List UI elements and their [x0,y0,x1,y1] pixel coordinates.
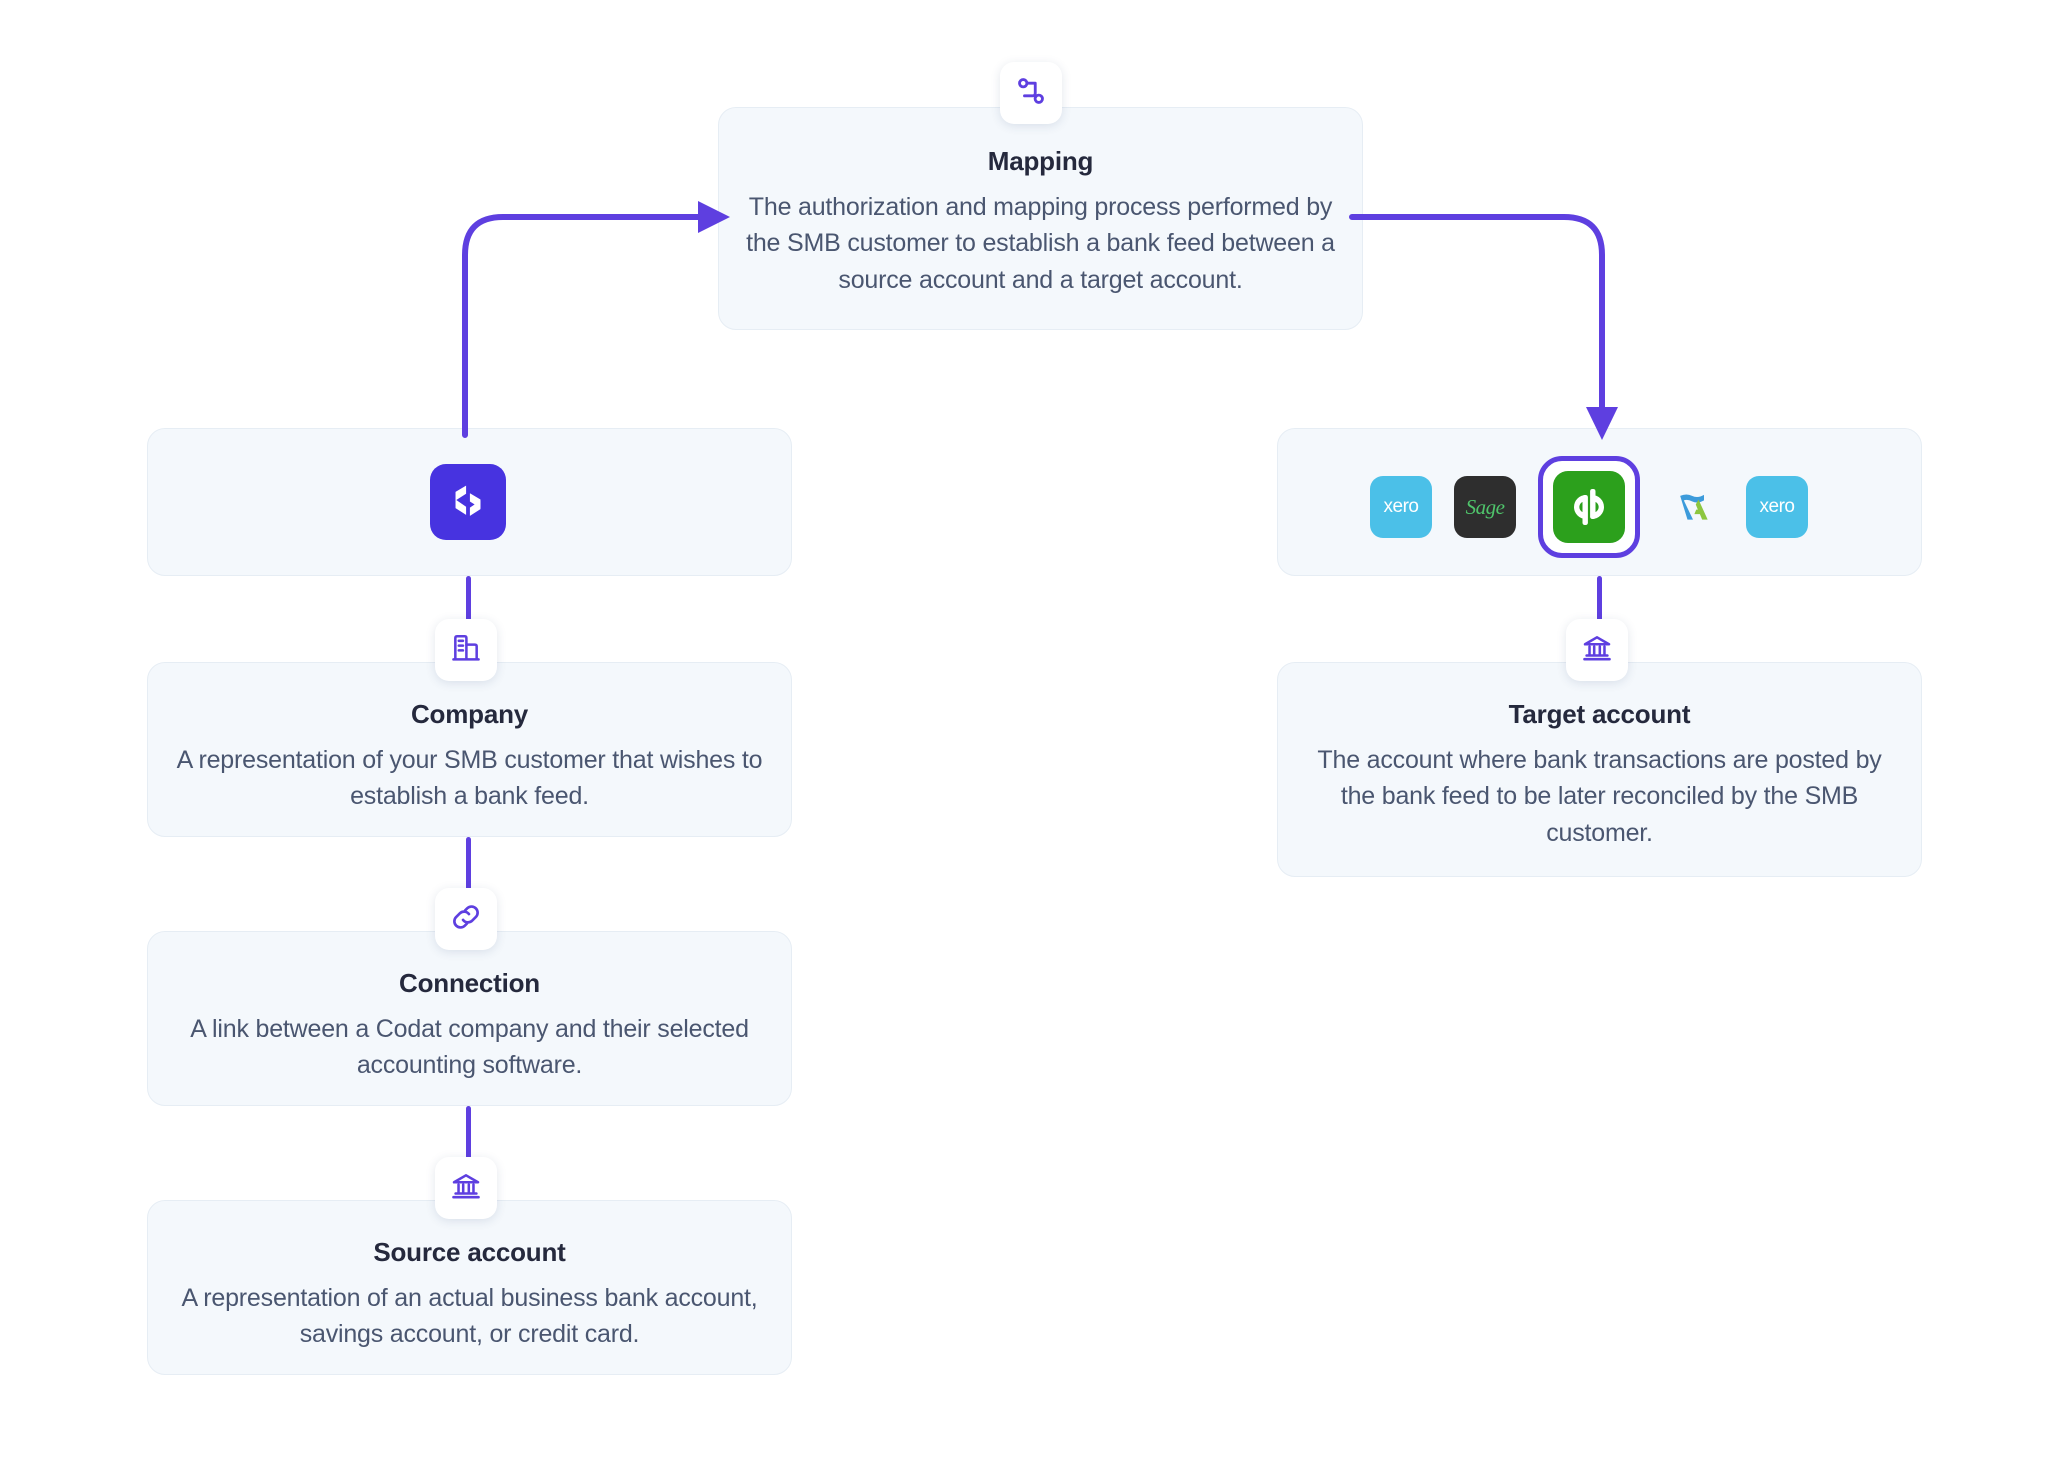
card-description-mapping: The authorization and mapping process pe… [746,193,1335,294]
connector-connection-to-source-account [466,1106,471,1192]
platform-logo-freeagent[interactable] [1662,476,1724,538]
platform-logo-row: xero Sage xero [1370,456,1808,558]
mapping-route-icon-badge [1000,62,1062,124]
bank-icon [1581,632,1613,669]
card-description-company: A representation of your SMB customer th… [176,746,763,811]
platform-logo-sage[interactable]: Sage [1454,476,1516,538]
platform-logo-xero-2[interactable]: xero [1746,476,1808,538]
freeagent-logo-icon [1671,483,1715,532]
building-icon [450,632,482,669]
card-title-mapping: Mapping [987,146,1094,176]
company-building-icon-badge [435,619,497,681]
card-mapping: Mapping The authorization and mapping pr… [718,107,1363,330]
connector-company-to-connection [466,837,471,923]
card-title-target-account: Target account [1508,699,1691,729]
card-connection: Connection A link between a Codat compan… [147,931,792,1106]
connector-codat-to-mapping [462,201,730,438]
platform-logo-xero-1[interactable]: xero [1370,476,1432,538]
target-account-bank-icon-badge [1566,619,1628,681]
platform-logo-quickbooks-selected[interactable] [1538,456,1640,558]
xero-wordmark: xero [1759,496,1795,517]
mapping-route-icon [1014,74,1048,113]
codat-logo-icon [445,477,491,528]
bank-icon [450,1170,482,1207]
card-title-connection: Connection [399,968,540,998]
card-source-account: Source account A representation of an ac… [147,1200,792,1375]
card-title-source-account: Source account [373,1237,566,1267]
connection-link-icon-badge [435,888,497,950]
card-description-connection: A link between a Codat company and their… [190,1015,749,1080]
source-account-bank-icon-badge [435,1157,497,1219]
sage-wordmark: Sage [1465,494,1505,519]
connector-mapping-to-platforms [1349,214,1618,440]
card-title-company: Company [410,699,529,729]
quickbooks-logo-icon [1553,471,1625,543]
codat-logo-tile [430,464,506,540]
card-company: Company A representation of your SMB cus… [147,662,792,837]
card-description-source-account: A representation of an actual business b… [181,1284,758,1349]
link-icon [450,901,482,938]
card-target-account: Target account The account where bank tr… [1277,662,1922,877]
xero-wordmark: xero [1383,496,1419,517]
card-description-target-account: The account where bank transactions are … [1317,746,1882,847]
card-codat-platform [147,428,792,576]
